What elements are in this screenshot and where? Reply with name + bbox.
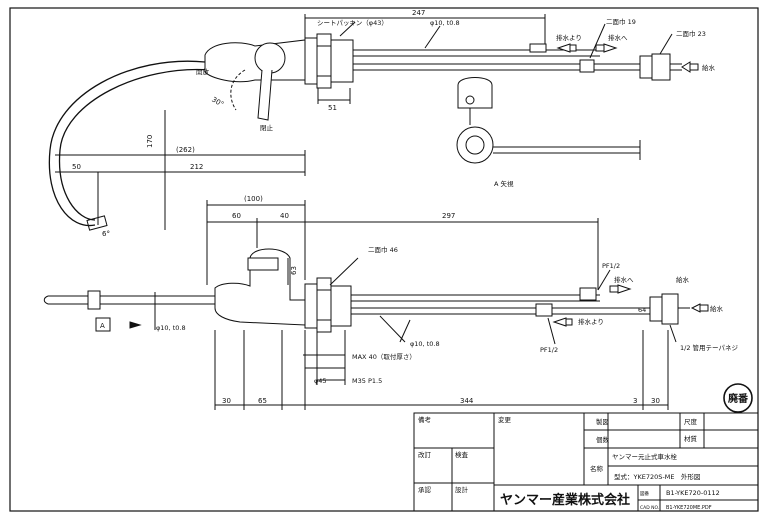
- dim-reach: (262): [176, 146, 195, 154]
- dim-63: 63: [290, 266, 298, 275]
- tb-qty: 個数: [596, 435, 610, 444]
- seat-packing-label: シートパッキン（φ43）: [317, 19, 388, 27]
- drawing-border: [9, 7, 759, 512]
- company-logo: ヤンマー産業株式会社: [500, 492, 630, 508]
- phi45-label: φ45: [314, 377, 327, 385]
- tb-cad-no: B1-YKE720ME.PDF: [666, 505, 712, 511]
- hex46-label: 二面巾 46: [368, 245, 398, 254]
- pipe-dia-front-1: φ10, t0.8: [156, 324, 186, 332]
- tb-design: 設計: [455, 485, 469, 494]
- dim-left: 50: [72, 163, 81, 171]
- hose: [48, 60, 206, 227]
- dim-60: 60: [232, 212, 241, 220]
- faucet-body-front: [214, 248, 306, 326]
- tb-product: ヤンマー元止式車水栓: [612, 452, 678, 461]
- tb-check: 検査: [455, 450, 469, 459]
- drain-from-label: 排水より: [556, 33, 582, 42]
- dim-30b: 30: [651, 397, 660, 405]
- tb-drawing-no: B1-YKE720-0112: [666, 489, 720, 497]
- dim-height: 170: [146, 135, 154, 148]
- tb-revision: 改訂: [418, 450, 432, 459]
- close-label: 閉止: [260, 123, 274, 132]
- drain-to-front: 排水へ: [614, 275, 634, 284]
- hex19-label: 二面巾 19: [606, 17, 636, 26]
- tb-name-label: 名称: [590, 464, 604, 473]
- tb-approve: 承認: [418, 485, 432, 494]
- dim-angle: 30°: [210, 96, 225, 109]
- dim-40: 40: [280, 212, 289, 220]
- tb-model: 型式：YKE720S-ME 外形図: [614, 472, 700, 481]
- a-view-caption: A 矢視: [494, 179, 514, 188]
- dim-overall: 247: [412, 9, 425, 17]
- arrow-a-label: A: [100, 322, 105, 330]
- rc-label: 1/2 管用テーパネジ: [680, 343, 738, 352]
- hex23-label: 二面巾 23: [676, 29, 706, 38]
- tb-scale: 尺度: [684, 417, 698, 426]
- dim-64: 64: [638, 306, 646, 314]
- dim-344: 344: [460, 397, 474, 405]
- dim-65: 65: [258, 397, 267, 405]
- dim-3: 3: [633, 397, 637, 405]
- tb-cad-no-label: CAD NO.: [640, 505, 659, 511]
- tb-drawn: 製図: [596, 417, 609, 426]
- discontinued-stamp: 廃番: [723, 383, 753, 413]
- dim-small-angle: 6°: [102, 230, 110, 238]
- supply-front: 給水: [710, 304, 724, 313]
- supply-label: 給水: [702, 63, 716, 72]
- dim-right: 212: [190, 163, 203, 171]
- open-label: 開放: [196, 67, 210, 76]
- max40-label: MAX 40（取付厚さ）: [352, 352, 416, 361]
- m35-label: M35 P1.5: [352, 377, 382, 385]
- front-view: (100) 60 40 297 二面巾 46 63 PF1/2 PF1/2 φ1…: [43, 195, 738, 410]
- pf-label-2: PF1/2: [540, 346, 558, 354]
- a-view: A 矢視: [456, 77, 641, 188]
- title-block: 備考 変更 改訂 検査 承認 設計 製図 個数 尺度 材質 ヤンマー元止式車水栓…: [413, 412, 759, 512]
- dim-total-top: (100): [244, 195, 263, 203]
- top-view: 247 シートパッキン（φ43） φ10, t0.8 二面巾 19 二面巾 23…: [48, 9, 716, 238]
- tb-change: 変更: [498, 415, 512, 424]
- pipe-dia-front-2: φ10, t0.8: [410, 340, 440, 348]
- drain-to-label: 排水へ: [608, 33, 628, 42]
- dim-297: 297: [442, 212, 455, 220]
- drain-from-front: 排水より: [578, 317, 604, 326]
- pf-label-1: PF1/2: [602, 262, 620, 270]
- svg-text:廃番: 廃番: [728, 392, 749, 405]
- tb-material: 材質: [684, 434, 698, 443]
- pipe-dia-label: φ10, t0.8: [430, 19, 460, 27]
- dim-nut: 51: [328, 104, 337, 112]
- supply-side-label: 給水: [676, 275, 690, 284]
- tb-remark: 備考: [418, 415, 432, 424]
- tb-drawing-no-label: 図番: [640, 490, 649, 497]
- dim-30a: 30: [222, 397, 231, 405]
